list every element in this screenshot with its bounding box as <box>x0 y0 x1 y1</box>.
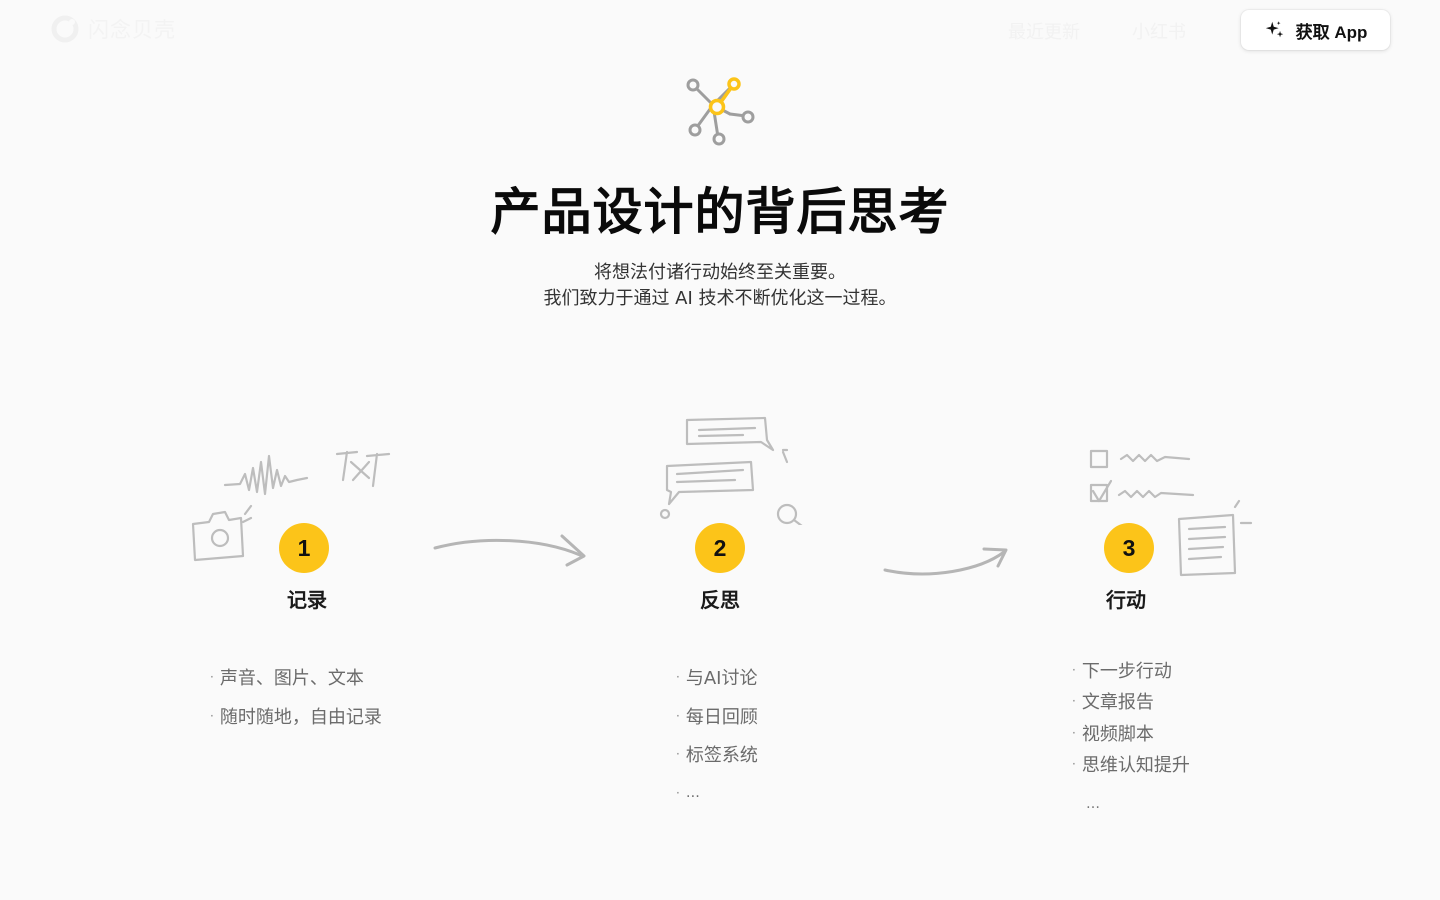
list-item: ·文章报告 <box>1072 686 1190 718</box>
list-item: ·每日回顾 <box>676 697 758 736</box>
arrow-2-icon <box>880 540 1015 585</box>
get-app-label: 获取 App <box>1296 18 1368 43</box>
step-1-badge: 1 <box>279 523 329 573</box>
brand[interactable]: 闪念贝壳 <box>50 14 176 44</box>
page-subtitle: 将想法付诸行动始终至关重要。 我们致力于通过 AI 技术不断优化这一过程。 <box>0 260 1440 312</box>
nav-link-updates[interactable]: 最近更新 <box>1008 18 1080 44</box>
list-item: ·声音、图片、文本 <box>210 658 382 697</box>
list-item: ·视频脚本 <box>1072 717 1190 749</box>
brand-name: 闪念贝壳 <box>88 14 176 44</box>
step-3-ellipsis: … <box>1086 796 1100 812</box>
step-2-badge: 2 <box>695 523 745 573</box>
step-3-badge: 3 <box>1104 523 1154 573</box>
list-item: ·随时随地，自由记录 <box>210 697 382 736</box>
get-app-button[interactable]: 获取 App <box>1241 10 1390 50</box>
list-item: ·… <box>676 774 758 813</box>
reflect-sketch-illustration <box>655 410 810 525</box>
sparkle-icon <box>1264 19 1286 41</box>
list-item: ·标签系统 <box>676 735 758 774</box>
list-item: ·与AI讨论 <box>676 658 758 697</box>
nav-link-xiaohongshu[interactable]: 小红书 <box>1132 18 1186 44</box>
arrow-1-icon <box>430 530 595 575</box>
step-1-bullets: ·声音、图片、文本 ·随时随地，自由记录 <box>210 658 382 735</box>
step-2-bullets: ·与AI讨论 ·每日回顾 ·标签系统 ·… <box>676 658 758 812</box>
brand-logo-icon <box>50 14 80 44</box>
step-3-label: 行动 <box>1066 584 1186 613</box>
subtitle-line: 将想法付诸行动始终至关重要。 <box>0 260 1440 286</box>
subtitle-line: 我们致力于通过 AI 技术不断优化这一过程。 <box>0 286 1440 312</box>
top-nav: 闪念贝壳 最近更新 小红书 获取 App <box>0 0 1440 60</box>
list-item: ·思维认知提升 <box>1072 749 1190 781</box>
step-3-bullets: ·下一步行动 ·文章报告 ·视频脚本 ·思维认知提升 <box>1072 654 1190 780</box>
page-title: 产品设计的背后思考 <box>0 172 1440 244</box>
list-item: ·下一步行动 <box>1072 654 1190 686</box>
step-1-label: 记录 <box>247 584 367 613</box>
step-2-label: 反思 <box>660 584 780 613</box>
network-nodes-icon <box>684 76 756 148</box>
